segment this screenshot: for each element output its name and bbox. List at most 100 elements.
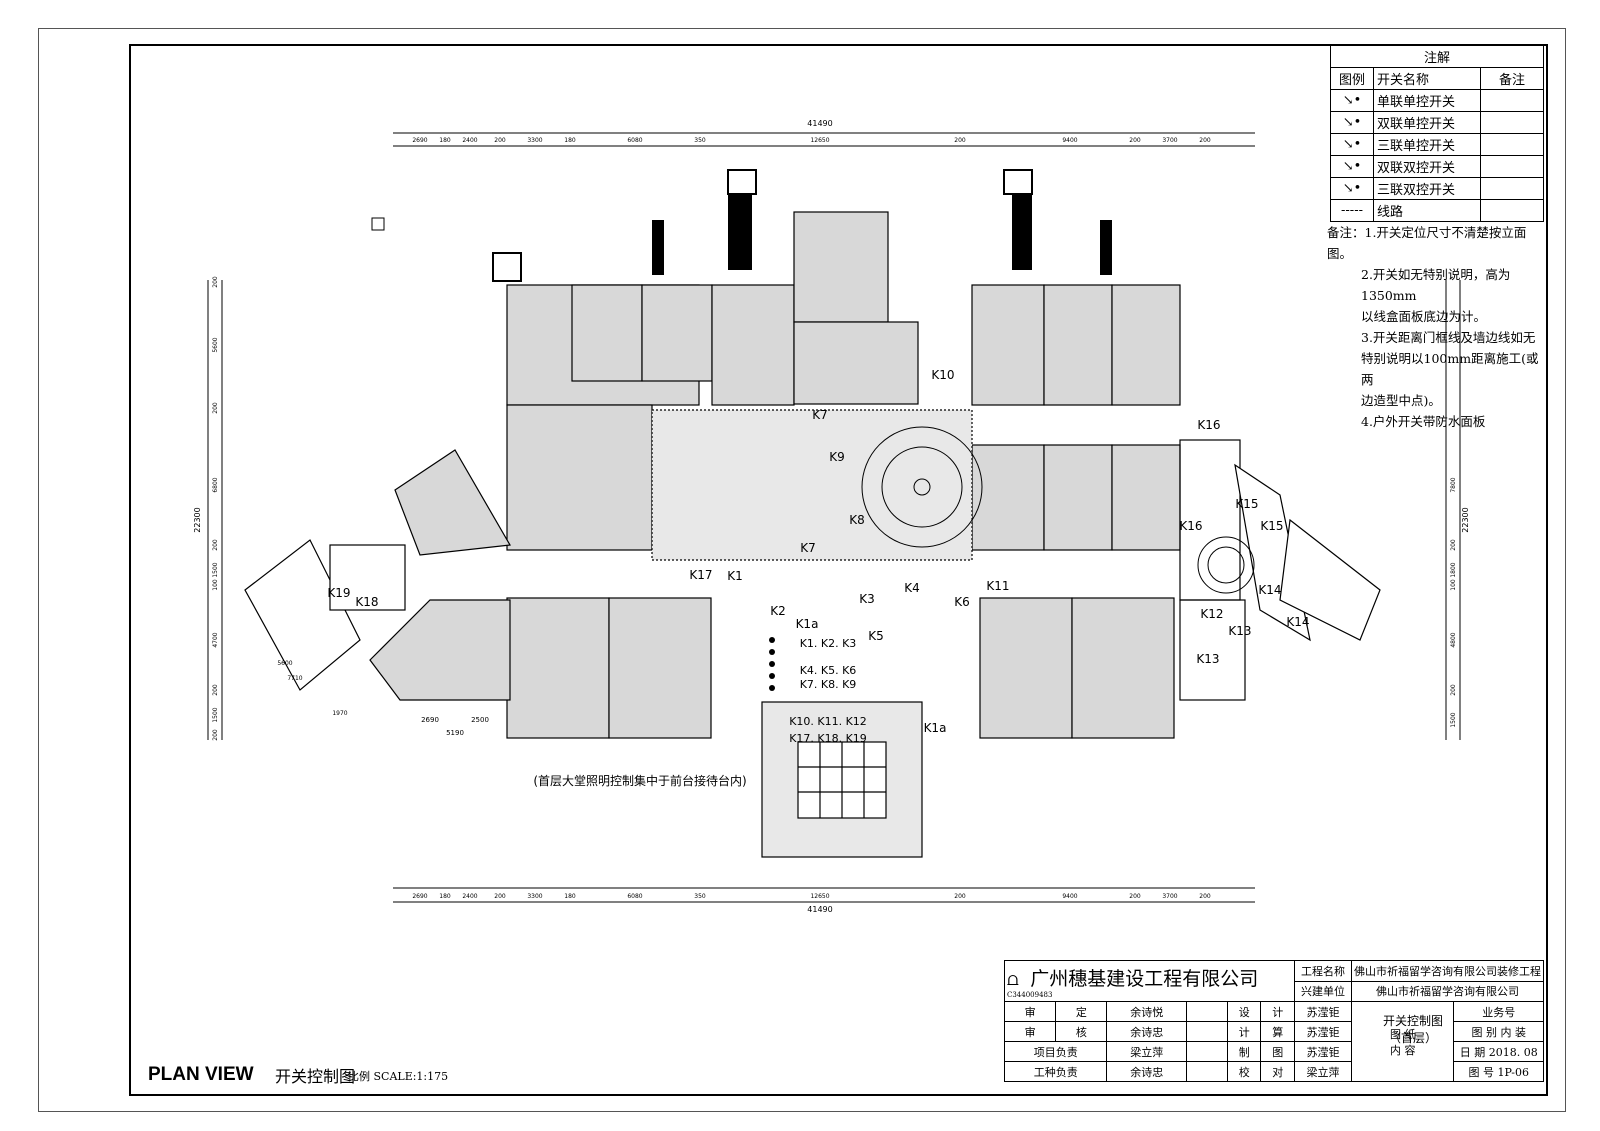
- triple-switch-icon: ↘•: [1330, 133, 1374, 156]
- dim-segment: 200: [212, 539, 219, 551]
- switch-label: K1: [727, 569, 743, 583]
- dim-segment: 3300: [527, 893, 542, 900]
- switch-label: K14: [1258, 583, 1281, 597]
- dim-segment: 200: [954, 893, 966, 900]
- meta-cell: 日 期 2018. 08: [1453, 1041, 1544, 1062]
- company-code: C344009483: [1007, 990, 1053, 999]
- switch-label: K13: [1228, 624, 1251, 638]
- dim-segment: 2400: [462, 137, 477, 144]
- drawing-frame: [129, 44, 1548, 1096]
- dim-segment: 180: [564, 137, 576, 144]
- client-name: 佛山市祈福留学咨询有限公司: [1351, 980, 1544, 1002]
- meta-cell: 图 号 1P-06: [1453, 1061, 1544, 1082]
- dim-bottom-left: 5190: [446, 729, 464, 737]
- dim-segment: 9400: [1062, 893, 1077, 900]
- person-name: 余诗忠: [1106, 1061, 1187, 1082]
- role-label: 算: [1260, 1021, 1295, 1042]
- person-name: 苏滢钜: [1294, 1001, 1352, 1022]
- meta-value: 2018. 08: [1488, 1045, 1538, 1059]
- dim-segment: 1500: [212, 562, 219, 577]
- panel-label: K4. K5. K6: [800, 664, 857, 677]
- role-label: 设: [1226, 1001, 1262, 1022]
- dim-segment: 200: [494, 137, 506, 144]
- dim-diag: 1970: [332, 710, 347, 717]
- note-line: 以线盒面板底边为计。: [1361, 309, 1487, 324]
- switch-label: K1a: [796, 617, 819, 631]
- switch-label: K8: [849, 513, 865, 527]
- signature: [1185, 1041, 1228, 1062]
- dim-segment: 200: [1129, 137, 1141, 144]
- project-label: 工程名称: [1294, 960, 1352, 982]
- role-label: 计: [1226, 1021, 1262, 1042]
- meta-value: 1P-06: [1497, 1065, 1529, 1079]
- bottom-dimension-line: [393, 887, 1255, 903]
- dim-segment: 1500: [212, 707, 219, 722]
- building-walls: [244, 211, 1381, 858]
- switch-label: K1a: [924, 721, 947, 735]
- dim-segment: 180: [564, 893, 576, 900]
- top-dimension-line: [393, 132, 1255, 147]
- scale-label: 比例 SCALE:1:175: [348, 1070, 449, 1083]
- legend-header-note: 备注: [1480, 67, 1544, 90]
- dim-segment: 200: [954, 137, 966, 144]
- switch-label: K7: [812, 408, 828, 422]
- role-label: 对: [1260, 1061, 1295, 1082]
- switch-label: K15: [1260, 519, 1283, 533]
- switch-labels: K1K1aK2K3K4K5K6K7K7K8K9K10K11K12K13K13K1…: [327, 368, 1309, 735]
- dim-segment: 1500: [1450, 712, 1457, 727]
- lobby-note: (首层大堂照明控制集中于前台接待台内): [533, 773, 746, 788]
- person-name: 梁立萍: [1106, 1041, 1187, 1062]
- legend-table: 注解 图例 开关名称 备注 ↘•单联单控开关 ↘•双联单控开关 ↘•三联单控开关…: [1330, 45, 1544, 222]
- dim-segment: 200: [212, 402, 219, 414]
- dim-segment: 1800: [1450, 562, 1457, 577]
- dim-bottom-left: 2500: [471, 716, 489, 724]
- project-name: 佛山市祈福留学咨询有限公司装修工程: [1351, 960, 1544, 982]
- dim-segment: 9400: [1062, 137, 1077, 144]
- dim-segment: 12650: [810, 137, 829, 144]
- dim-segment: 2690: [412, 893, 427, 900]
- legend-row-name: 双联单控开关: [1373, 111, 1481, 134]
- dim-segment: 180: [439, 893, 451, 900]
- company-cell: ⩍ 广州穗基建设工程有限公司 C344009483: [1004, 960, 1295, 1002]
- role-label: 计: [1260, 1001, 1295, 1022]
- drawing-name-text: 开关控制图: [1382, 1014, 1443, 1028]
- dim-segment: 7800: [1450, 477, 1457, 492]
- switch-label: K15: [1235, 497, 1258, 511]
- dim-segment: 350: [694, 137, 706, 144]
- switch-label: K7: [800, 541, 816, 555]
- legend-row-name: 三联单控开关: [1373, 133, 1481, 156]
- switch-label: K16: [1197, 418, 1220, 432]
- switch-label: K17: [689, 568, 712, 582]
- legend-header-name: 开关名称: [1373, 67, 1481, 90]
- switch-label: K2: [770, 604, 786, 618]
- dim-segment: 3700: [1162, 893, 1177, 900]
- note-line: 4.户外开关带防水面板: [1361, 414, 1486, 429]
- legend-title: 注解: [1330, 45, 1544, 68]
- dim-segment: 12650: [810, 893, 829, 900]
- panel-label: K10. K11. K12: [789, 715, 867, 728]
- company-name: 广州穗基建设工程有限公司: [1030, 967, 1259, 990]
- chandelier: [861, 426, 983, 548]
- role-label: 工种负责: [1003, 1061, 1108, 1082]
- switch-panel: [769, 637, 775, 691]
- company-logo-icon: ⩍: [1007, 968, 1019, 990]
- plan-view-title: PLAN VIEW: [148, 1064, 254, 1085]
- dim-bottom-left: 2690: [421, 716, 439, 724]
- dim-segment: 200: [1199, 137, 1211, 144]
- dim-segment: 4700: [212, 632, 219, 647]
- role-label: 校: [1226, 1061, 1262, 1082]
- title-block: ⩍ 广州穗基建设工程有限公司 C344009483 工程名称 佛山市祈福留学咨询…: [1003, 960, 1544, 1090]
- switch-label: K13: [1196, 652, 1219, 666]
- legend-row-name: 单联单控开关: [1373, 89, 1481, 112]
- signature: [1185, 1061, 1228, 1082]
- dim-segment: 200: [212, 276, 219, 288]
- drawing-content-cell: 图 纸 内 容: [1350, 1001, 1455, 1082]
- signature: [1185, 1001, 1228, 1022]
- switch-label: K16: [1179, 519, 1202, 533]
- dim-segment: 200: [212, 684, 219, 696]
- switch-label: K10: [931, 368, 954, 382]
- triple-dual-switch-icon: ↘•: [1330, 177, 1374, 200]
